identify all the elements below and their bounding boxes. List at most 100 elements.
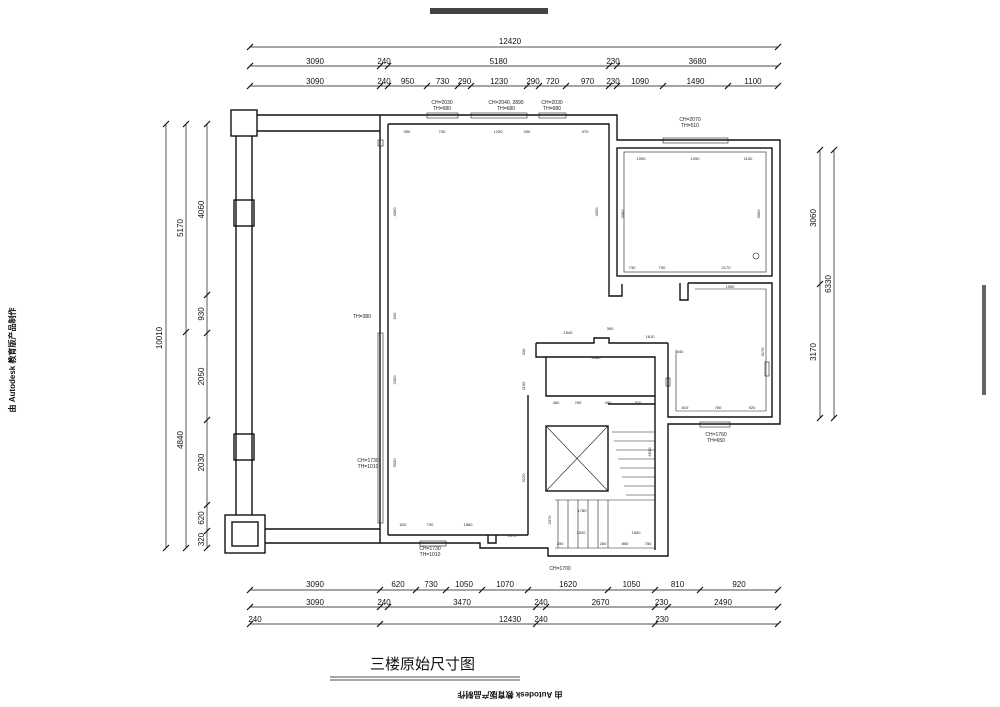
inner-dim: 3220 bbox=[521, 473, 526, 483]
window-ceiling-height-label: CH=1730 bbox=[357, 458, 378, 464]
inner-dim: 730 bbox=[439, 129, 446, 134]
bottom-row1-dim: 1620 bbox=[559, 580, 577, 589]
bottom-row1-dim: 1050 bbox=[623, 580, 641, 589]
dimension-tick bbox=[605, 62, 613, 70]
dimension-tick bbox=[376, 62, 384, 70]
dimension-tick bbox=[182, 120, 190, 128]
dimension-tick bbox=[442, 586, 450, 594]
windows bbox=[377, 112, 731, 547]
inner-dim: 1610 bbox=[646, 334, 656, 339]
inner-dim: 2170 bbox=[722, 265, 732, 270]
inner-dim: 850 bbox=[622, 541, 629, 546]
dimension-tick bbox=[384, 62, 392, 70]
inner-dim: 730 bbox=[629, 265, 636, 270]
left-col3-dim: 930 bbox=[197, 307, 206, 321]
dimension-tick bbox=[376, 603, 384, 611]
inner-dim: 540 bbox=[677, 349, 684, 354]
inner-dim: 970 bbox=[635, 400, 642, 405]
dimension-tick bbox=[246, 620, 254, 628]
inner-dim: 1070 bbox=[508, 533, 518, 538]
left-col2-dim: 4840 bbox=[176, 431, 185, 449]
window-ceiling-height-label: CH=2030 bbox=[431, 100, 452, 106]
window-ceiling-height-label: CH=1730 bbox=[419, 546, 440, 552]
window-ceiling-height-label: CH=2070 bbox=[679, 117, 700, 123]
dimension-tick bbox=[182, 544, 190, 552]
top-row3-dim: 1100 bbox=[744, 77, 762, 86]
dimension-tick bbox=[246, 82, 254, 90]
dimension-tick bbox=[384, 603, 392, 611]
dimension-tick bbox=[203, 329, 211, 337]
bottom-row3-dim: 230 bbox=[655, 615, 669, 624]
inner-dim: 460 bbox=[553, 400, 560, 405]
bottom-row3-dim: 12430 bbox=[499, 615, 522, 624]
bottom-row1-dim: 620 bbox=[391, 580, 405, 589]
inner-dim: 6610 bbox=[647, 447, 652, 457]
bottom-row1-dim: 1070 bbox=[496, 580, 514, 589]
top-row3-dim: 1090 bbox=[631, 77, 649, 86]
dimension-tick bbox=[659, 82, 667, 90]
inner-dim: 1950 bbox=[726, 284, 736, 289]
top-row3-dim: 240 bbox=[377, 77, 391, 86]
left-col2-dim: 5170 bbox=[176, 219, 185, 237]
inner-dim: 620 bbox=[400, 522, 407, 527]
top-row3-dim: 1490 bbox=[687, 77, 705, 86]
bottom-row2-dim: 2490 bbox=[714, 598, 732, 607]
right-dim-lower: 3170 bbox=[809, 343, 818, 361]
watermark-top-fragment bbox=[430, 8, 548, 14]
bottom-row1-dim: 730 bbox=[424, 580, 438, 589]
inner-dim: 2050 bbox=[392, 375, 397, 385]
inner-dim: 780 bbox=[715, 405, 722, 410]
dimension-tick bbox=[203, 120, 211, 128]
dimension-tick bbox=[605, 82, 613, 90]
dimension-tick bbox=[613, 62, 621, 70]
dimension-tick bbox=[774, 62, 782, 70]
dimension-tick bbox=[604, 586, 612, 594]
bottom-row2-dim: 2670 bbox=[592, 598, 610, 607]
dimension-tick bbox=[384, 82, 392, 90]
bottom-row1-dim: 920 bbox=[732, 580, 746, 589]
inner-dim: 3030 bbox=[392, 458, 397, 468]
bottom-row2-dim: 230 bbox=[655, 598, 669, 607]
dimension-tick bbox=[774, 620, 782, 628]
dimension-tick bbox=[162, 544, 170, 552]
left-col3-dim: 2030 bbox=[197, 453, 206, 471]
dimension-tick bbox=[535, 82, 543, 90]
inner-dim: 1780 bbox=[578, 508, 588, 513]
window-sill-height-label: TH=1010 bbox=[358, 464, 379, 470]
top-row3-dim: 290 bbox=[458, 77, 472, 86]
dimension-tick bbox=[376, 586, 384, 594]
window-ceiling-height-label: CH=1760 bbox=[705, 432, 726, 438]
dimension-tick bbox=[182, 328, 190, 336]
dimension-tick bbox=[664, 603, 672, 611]
inner-dim: 260 bbox=[600, 541, 607, 546]
right-dim-upper: 3060 bbox=[809, 209, 818, 227]
inner-dim: 1540 bbox=[564, 330, 574, 335]
dimension-tick bbox=[651, 586, 659, 594]
inner-dim: 930 bbox=[392, 312, 397, 319]
inner-dim: 3060 bbox=[620, 209, 625, 219]
window-sill-height-label: TH=510 bbox=[681, 123, 699, 129]
dimension-tick bbox=[532, 620, 540, 628]
drawing-title: 三楼原始尺寸图 bbox=[370, 656, 475, 673]
dimension-tick bbox=[774, 82, 782, 90]
dimension-tick bbox=[651, 620, 659, 628]
dimension-tick bbox=[532, 603, 540, 611]
inner-dim: 1490 bbox=[691, 156, 701, 161]
inner-dim: 1090 bbox=[637, 156, 647, 161]
left-col3-dim: 2050 bbox=[197, 367, 206, 385]
top-row2-dim: 240 bbox=[377, 57, 391, 66]
right-dim-total: 6330 bbox=[824, 275, 833, 293]
inner-dim: 730 bbox=[427, 522, 434, 527]
top-row2-dim: 5180 bbox=[490, 57, 508, 66]
dimension-tick bbox=[774, 586, 782, 594]
inner-dim: 1230 bbox=[494, 129, 504, 134]
top-row2-dim: 230 bbox=[606, 57, 620, 66]
right-dimension-lines bbox=[816, 146, 838, 422]
inner-dim: 760 bbox=[575, 400, 582, 405]
window-sill-height-label: TH=1010 bbox=[420, 552, 441, 558]
